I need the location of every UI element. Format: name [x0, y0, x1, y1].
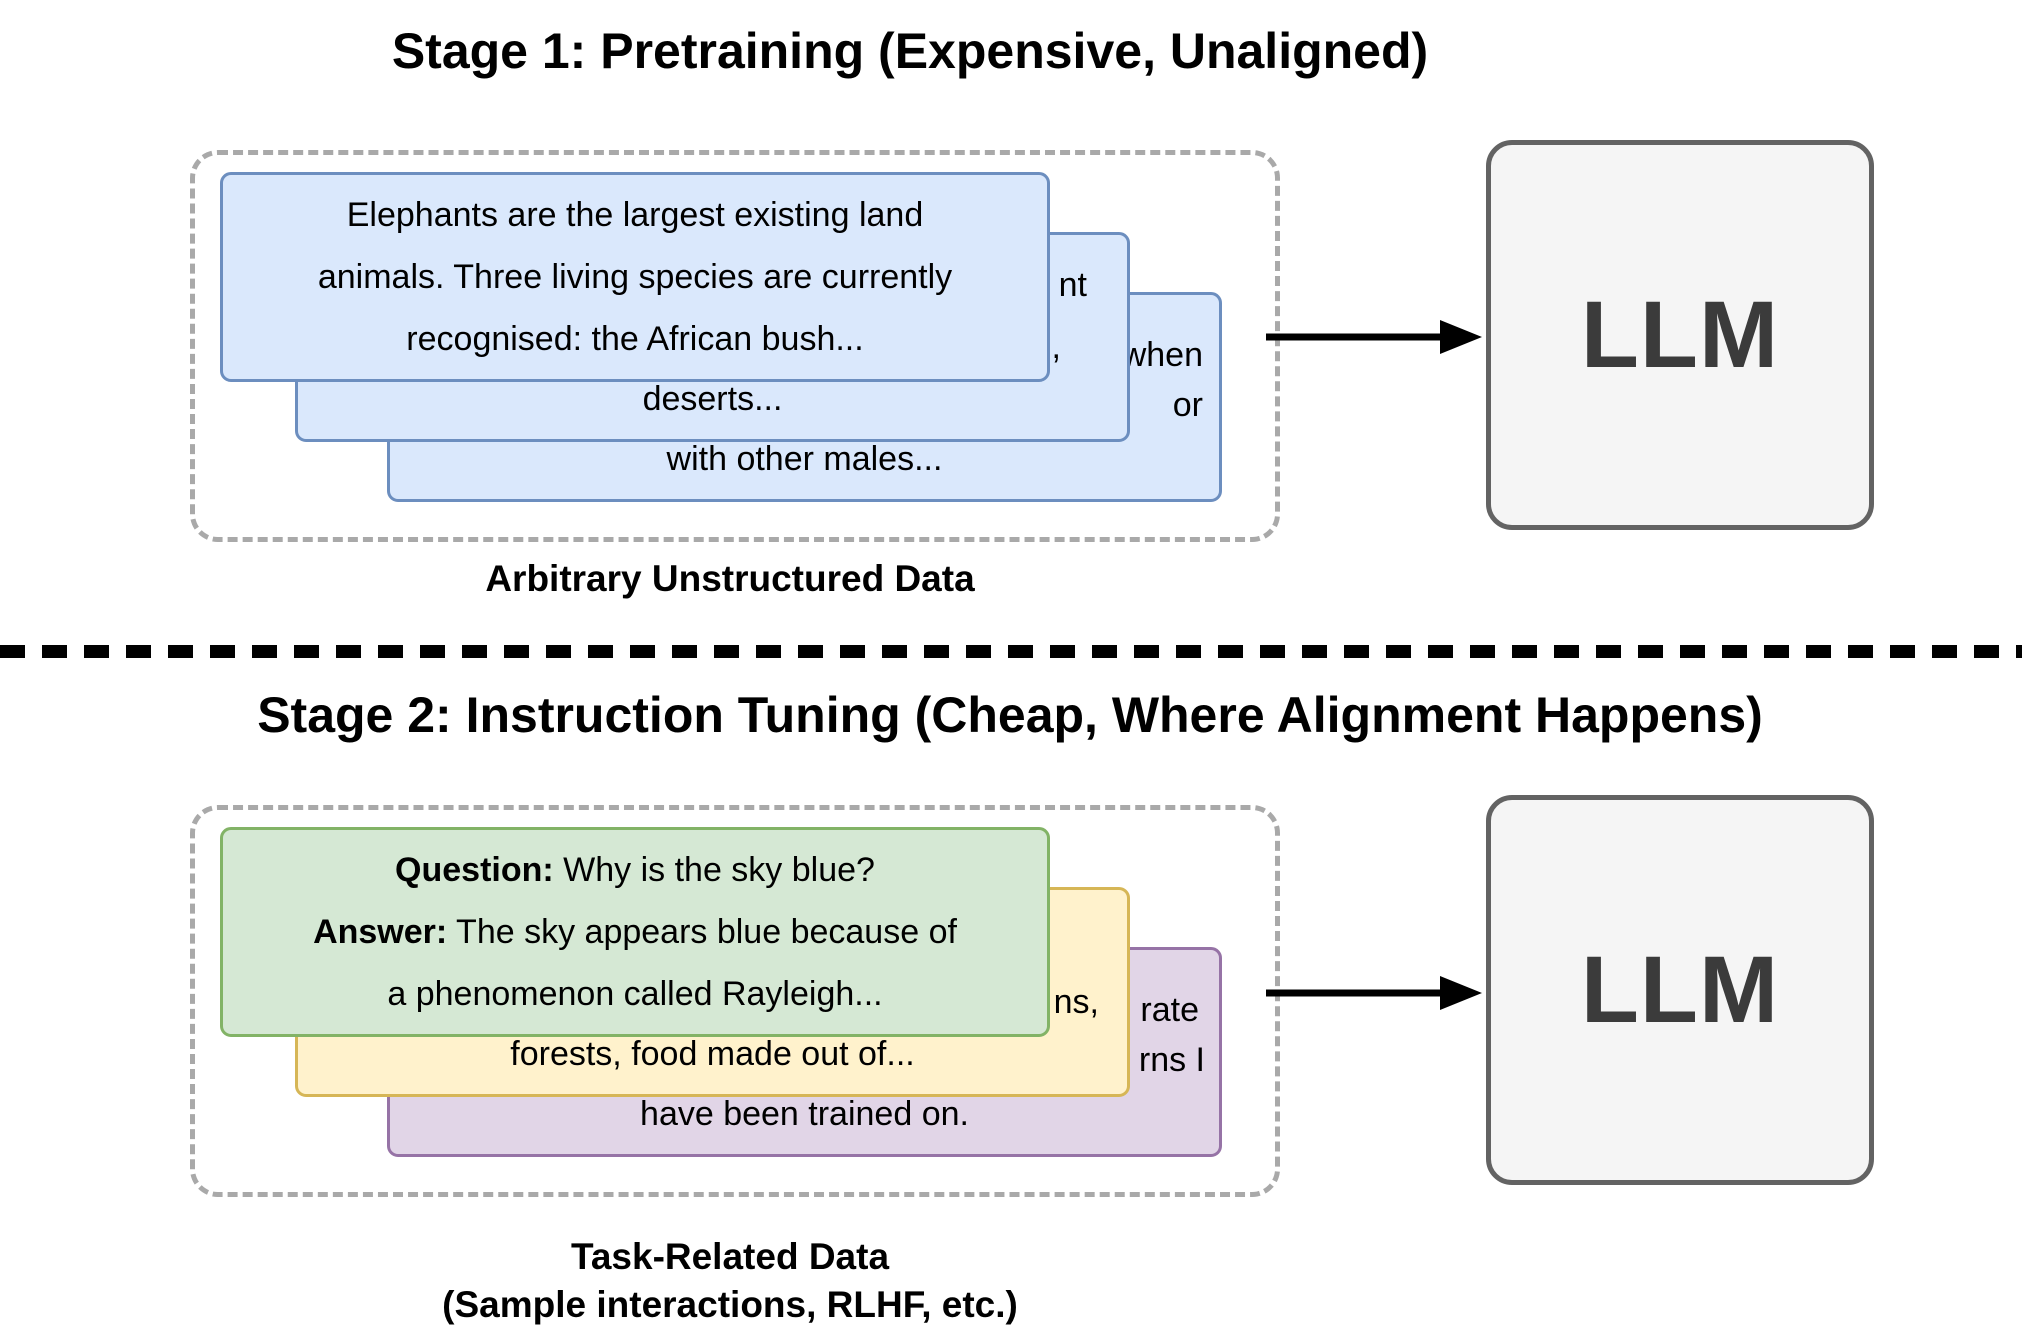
stage2-llm-box: LLM	[1486, 795, 1874, 1185]
stage1-front-card-line1: Elephants are the largest existing land	[346, 196, 924, 234]
answer-text: The sky appears blue because of	[447, 913, 957, 951]
stage2-back-card-fragment-1: rate	[1140, 991, 1199, 1029]
stage2-front-card: Question: Why is the sky blue? Answer: T…	[220, 827, 1050, 1037]
stage1-back-card-bottom-line: with other males...	[666, 440, 943, 478]
stage-divider-dashed-line	[0, 645, 2022, 658]
stage1-title: Stage 1: Pretraining (Expensive, Unalign…	[391, 23, 1429, 79]
stage2-front-card-question-line: Question: Why is the sky blue?	[223, 839, 1047, 901]
stage1-mid-card-fragment-1: nt	[1058, 266, 1087, 304]
stage1-front-card-line3: recognised: the African bush...	[406, 320, 864, 358]
stage1-front-card-text: Elephants are the largest existing land …	[223, 184, 1047, 370]
stage1-arrow	[1266, 320, 1482, 354]
stage2-llm-label: LLM	[1580, 936, 1780, 1043]
stage2-caption-line1: Task-Related Data	[570, 1236, 890, 1277]
stage1-mid-card-bottom-line: deserts...	[642, 380, 783, 418]
stage1-back-card-fragment-1: when	[1121, 336, 1203, 374]
stage1-front-card-line2: animals. Three living species are curren…	[317, 258, 953, 296]
stage2-mid-card-fragment-1: ns,	[1053, 983, 1099, 1021]
answer-label: Answer:	[313, 913, 448, 951]
stage2-back-card-bottom-line: have been trained on.	[640, 1095, 969, 1133]
stage2-back-card-fragment-2: rns I	[1138, 1041, 1205, 1079]
question-text: Why is the sky blue?	[553, 851, 875, 889]
stage2-front-card-text: Question: Why is the sky blue? Answer: T…	[223, 839, 1047, 1025]
stage2-title: Stage 2: Instruction Tuning (Cheap, Wher…	[257, 687, 1763, 743]
stage1-caption: Arbitrary Unstructured Data	[485, 558, 975, 599]
stage2-front-card-answer-line: Answer: The sky appears blue because of	[223, 901, 1047, 963]
stage1-llm-box: LLM	[1486, 140, 1874, 530]
stage2-mid-card-bottom-line: forests, food made out of...	[510, 1035, 915, 1073]
stage1-front-card: Elephants are the largest existing land …	[220, 172, 1050, 382]
stage2-arrow	[1266, 976, 1482, 1010]
stage1-data-container	[190, 150, 1280, 542]
stage2-data-container	[190, 805, 1280, 1197]
stage2-caption-line2: (Sample interactions, RLHF, etc.)	[442, 1284, 1018, 1325]
stage2-front-card-answer-line2: a phenomenon called Rayleigh...	[387, 975, 883, 1013]
stage1-mid-card-fragment-2: ,	[1051, 328, 1061, 366]
question-label: Question:	[395, 851, 554, 889]
stage1-back-card-fragment-2: or	[1172, 386, 1203, 424]
stage1-llm-label: LLM	[1580, 281, 1780, 388]
